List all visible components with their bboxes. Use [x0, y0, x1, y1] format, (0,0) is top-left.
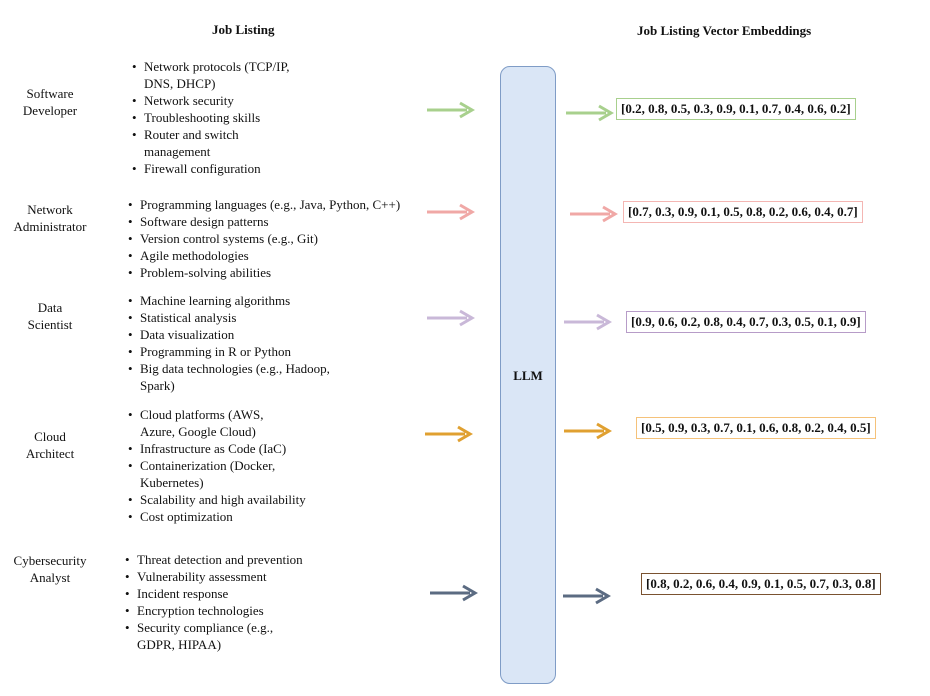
input-arrow-icon: [425, 425, 473, 443]
embedding-vector: [0.7, 0.3, 0.9, 0.1, 0.5, 0.8, 0.2, 0.6,…: [623, 201, 863, 223]
output-arrow-icon: [566, 104, 614, 122]
llm-label: LLM: [513, 368, 543, 383]
embedding-vector: [0.2, 0.8, 0.5, 0.3, 0.9, 0.1, 0.7, 0.4,…: [616, 98, 856, 120]
job-title-line: Data: [37, 300, 63, 315]
skill-item: management: [144, 144, 211, 159]
output-arrow-icon: [564, 313, 612, 331]
skill-item: Incident response: [125, 585, 303, 602]
input-arrow-icon: [427, 309, 475, 327]
skill-item: Router and switch: [132, 126, 290, 143]
skill-item: Machine learning algorithms: [128, 292, 330, 309]
skill-item: Kubernetes): [140, 475, 204, 490]
skills-list: Cloud platforms (AWS,Azure, Google Cloud…: [128, 406, 306, 525]
job-title-line: Network: [27, 202, 73, 217]
skill-item: Scalability and high availability: [128, 491, 306, 508]
skill-item: Programming in R or Python: [128, 343, 330, 360]
input-arrow-icon: [430, 584, 478, 602]
skill-item: Statistical analysis: [128, 309, 330, 326]
skill-item: Data visualization: [128, 326, 330, 343]
job-title-line: Administrator: [13, 219, 87, 234]
job-title-line: Analyst: [29, 570, 71, 585]
skill-item: Threat detection and prevention: [125, 551, 303, 568]
skill-item: Cloud platforms (AWS,: [128, 406, 306, 423]
skill-item: GDPR, HIPAA): [137, 637, 222, 652]
job-listing-header: Job Listing: [212, 22, 275, 37]
skill-item: Cost optimization: [128, 508, 306, 525]
output-arrow-icon: [563, 587, 611, 605]
skills-list: Machine learning algorithmsStatistical a…: [128, 292, 330, 394]
vector-embeddings-header: Job Listing Vector Embeddings: [637, 23, 812, 38]
input-arrow-icon: [427, 203, 475, 221]
skill-item: Software design patterns: [128, 213, 400, 230]
embedding-vector: [0.5, 0.9, 0.3, 0.7, 0.1, 0.6, 0.8, 0.2,…: [636, 417, 876, 439]
skill-item: Agile methodologies: [128, 247, 400, 264]
job-title-line: Scientist: [27, 317, 73, 332]
input-arrow-icon: [427, 101, 475, 119]
skill-item: Troubleshooting skills: [132, 109, 290, 126]
job-title-line: Developer: [22, 103, 78, 118]
skill-item: Version control systems (e.g., Git): [128, 230, 400, 247]
skill-item: Problem-solving abilities: [128, 264, 400, 281]
output-arrow-icon: [570, 205, 618, 223]
skills-list: Threat detection and preventionVulnerabi…: [125, 551, 303, 653]
skill-item: Spark): [140, 378, 175, 393]
job-title-line: Cybersecurity: [13, 553, 87, 568]
embedding-vector: [0.8, 0.2, 0.6, 0.4, 0.9, 0.1, 0.5, 0.7,…: [641, 573, 881, 595]
skill-item: Big data technologies (e.g., Hadoop,: [128, 360, 330, 377]
llm-box: [500, 66, 556, 684]
skills-list: Programming languages (e.g., Java, Pytho…: [128, 196, 400, 281]
skill-item: Encryption technologies: [125, 602, 303, 619]
skill-item: Network security: [132, 92, 290, 109]
skill-item: Programming languages (e.g., Java, Pytho…: [128, 196, 400, 213]
skills-list: Network protocols (TCP/IP,DNS, DHCP)Netw…: [132, 58, 290, 177]
output-arrow-icon: [564, 422, 612, 440]
skill-item: Containerization (Docker,: [128, 457, 306, 474]
skill-item: Firewall configuration: [132, 160, 290, 177]
skill-item: Vulnerability assessment: [125, 568, 303, 585]
job-title-line: Cloud: [34, 429, 66, 444]
job-title-line: Architect: [25, 446, 75, 461]
skill-item: Network protocols (TCP/IP,: [132, 58, 290, 75]
embedding-vector: [0.9, 0.6, 0.2, 0.8, 0.4, 0.7, 0.3, 0.5,…: [626, 311, 866, 333]
job-title-line: Software: [26, 86, 74, 101]
skill-item: DNS, DHCP): [144, 76, 216, 91]
skill-item: Infrastructure as Code (IaC): [128, 440, 306, 457]
skill-item: Azure, Google Cloud): [140, 424, 256, 439]
skill-item: Security compliance (e.g.,: [125, 619, 303, 636]
